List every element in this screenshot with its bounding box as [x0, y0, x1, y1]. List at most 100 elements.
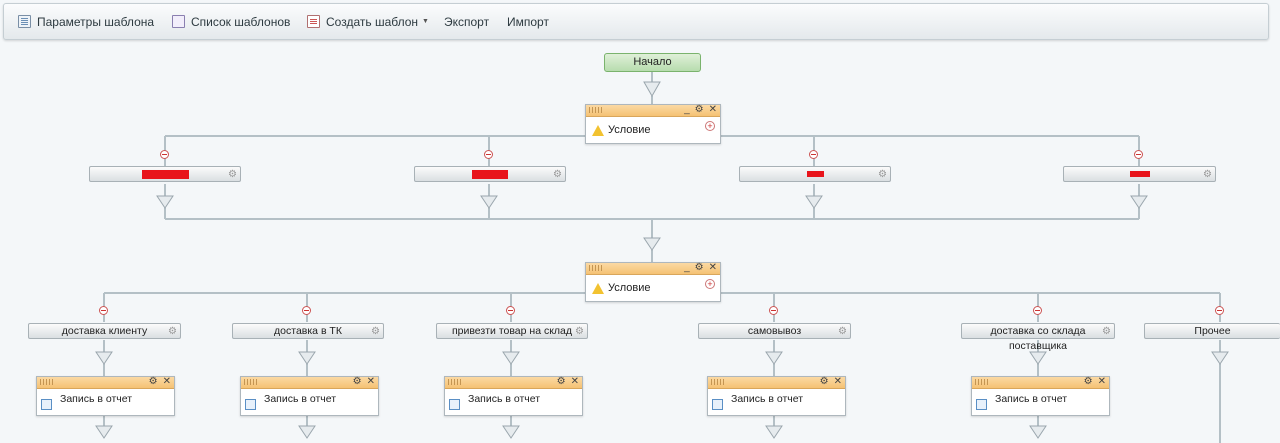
gear-icon[interactable]: ⚙ — [819, 376, 829, 387]
close-icon[interactable]: ✕ — [570, 376, 579, 387]
add-branch-icon[interactable]: + — [705, 279, 715, 289]
close-icon[interactable]: ✕ — [708, 262, 717, 273]
remove-branch-icon[interactable] — [1033, 306, 1042, 315]
branch-label: Прочее — [1194, 325, 1231, 337]
arrow-down-icon — [480, 195, 498, 209]
condition-header[interactable]: _ ⚙ ✕ — [586, 104, 720, 117]
minimize-icon[interactable]: _ — [684, 262, 690, 273]
export-label: Экспорт — [444, 14, 490, 29]
gear-icon[interactable]: ⚙ — [575, 326, 584, 337]
branch-node[interactable]: ⚙ — [1063, 166, 1216, 182]
gear-icon[interactable]: ⚙ — [352, 376, 362, 387]
action-report-record[interactable]: ⚙ ✕ Запись в отчет — [971, 376, 1110, 416]
new-template-icon — [307, 15, 320, 28]
remove-branch-icon[interactable] — [506, 306, 515, 315]
branch-node[interactable]: ⚙ — [414, 166, 566, 182]
action-label: Запись в отчет — [60, 393, 133, 405]
drag-handle-icon[interactable] — [589, 265, 602, 271]
action-icon — [449, 398, 460, 410]
gear-icon[interactable]: ⚙ — [1102, 326, 1111, 337]
action-report-record[interactable]: ⚙ ✕ Запись в отчет — [707, 376, 846, 416]
drag-handle-icon[interactable] — [448, 379, 461, 385]
drag-handle-icon[interactable] — [589, 107, 602, 113]
remove-branch-icon[interactable] — [302, 306, 311, 315]
template-list-label: Список шаблонов — [191, 14, 291, 29]
gear-icon[interactable]: ⚙ — [371, 326, 380, 337]
close-icon[interactable]: ✕ — [1097, 376, 1106, 387]
branch-node[interactable]: ⚙ — [89, 166, 241, 182]
export-button[interactable]: Экспорт — [444, 4, 489, 39]
arrow-down-icon — [643, 237, 661, 251]
arrow-down-icon — [298, 425, 316, 439]
arrow-down-icon — [765, 425, 783, 439]
action-report-record[interactable]: ⚙ ✕ Запись в отчет — [36, 376, 175, 416]
gear-icon[interactable]: ⚙ — [878, 169, 887, 180]
action-report-record[interactable]: ⚙✕ Запись в отчет — [240, 376, 379, 416]
arrow-down-icon — [95, 425, 113, 439]
remove-branch-icon[interactable] — [99, 306, 108, 315]
gear-icon[interactable]: ⚙ — [1203, 169, 1212, 180]
action-icon — [712, 398, 723, 410]
branch-supplier-warehouse[interactable]: доставка со склада поставщика ⚙ — [961, 323, 1115, 352]
template-params-label: Параметры шаблона — [37, 14, 155, 29]
gear-icon[interactable]: ⚙ — [556, 376, 566, 387]
remove-branch-icon[interactable] — [1215, 306, 1224, 315]
action-icon — [245, 398, 256, 410]
start-node[interactable]: Начало — [604, 53, 701, 72]
redacted-label — [141, 169, 189, 179]
gear-icon[interactable]: ⚙ — [553, 169, 562, 180]
arrow-down-icon — [1211, 351, 1229, 365]
arrow-down-icon — [805, 195, 823, 209]
gear-icon[interactable]: ⚙ — [148, 376, 158, 387]
action-report-record[interactable]: ⚙ ✕ Запись в отчет — [444, 376, 583, 416]
branch-node[interactable]: ⚙ — [739, 166, 891, 182]
gear-icon[interactable]: ⚙ — [168, 326, 177, 337]
gear-icon[interactable]: ⚙ — [838, 326, 847, 337]
close-icon[interactable]: ✕ — [833, 376, 842, 387]
redacted-label — [806, 171, 824, 178]
remove-branch-icon[interactable] — [1134, 150, 1143, 159]
gear-icon[interactable]: ⚙ — [694, 104, 704, 115]
minimize-icon[interactable]: _ — [684, 104, 690, 115]
create-template-label: Создать шаблон — [326, 14, 419, 29]
redacted-label — [472, 169, 508, 179]
branch-label: самовывоз — [747, 325, 802, 337]
remove-branch-icon[interactable] — [160, 150, 169, 159]
arrow-down-icon — [765, 351, 783, 365]
condition-block-2[interactable]: _ ⚙ ✕ Условие + — [585, 262, 721, 302]
action-label: Запись в отчет — [995, 393, 1068, 405]
gear-icon[interactable]: ⚙ — [228, 169, 237, 180]
branch-bring-to-warehouse[interactable]: привезти товар на склад ⚙ — [436, 323, 588, 339]
branch-delivery-client[interactable]: доставка клиенту ⚙ — [28, 323, 181, 339]
remove-branch-icon[interactable] — [484, 150, 493, 159]
drag-handle-icon[interactable] — [711, 379, 724, 385]
template-list-icon — [172, 15, 185, 28]
close-icon[interactable]: ✕ — [162, 376, 171, 387]
drag-handle-icon[interactable] — [40, 379, 53, 385]
remove-branch-icon[interactable] — [809, 150, 818, 159]
arrow-down-icon — [1029, 351, 1047, 365]
template-params-button[interactable]: Параметры шаблона — [18, 4, 154, 39]
action-label: Запись в отчет — [468, 393, 541, 405]
drag-handle-icon[interactable] — [244, 379, 257, 385]
branch-pickup[interactable]: самовывоз ⚙ — [698, 323, 851, 339]
close-icon[interactable]: ✕ — [708, 104, 717, 115]
arrow-down-icon — [502, 351, 520, 365]
remove-branch-icon[interactable] — [769, 306, 778, 315]
arrow-down-icon — [643, 81, 661, 98]
branch-delivery-tk[interactable]: доставка в ТК ⚙ — [232, 323, 384, 339]
action-label: Запись в отчет — [731, 393, 804, 405]
close-icon[interactable]: ✕ — [366, 376, 375, 387]
add-branch-icon[interactable]: + — [705, 121, 715, 131]
gear-icon[interactable]: ⚙ — [694, 262, 704, 273]
drag-handle-icon[interactable] — [975, 379, 988, 385]
condition-block-1[interactable]: _ ⚙ ✕ Условие + — [585, 104, 721, 144]
create-template-button[interactable]: Создать шаблон ▼ — [307, 4, 429, 39]
gear-icon[interactable]: ⚙ — [1083, 376, 1093, 387]
import-button[interactable]: Импорт — [507, 4, 549, 39]
branch-label: доставка со склада поставщика — [990, 325, 1086, 352]
condition-header[interactable]: _ ⚙ ✕ — [586, 262, 720, 275]
arrow-down-icon — [156, 195, 174, 209]
branch-other[interactable]: Прочее — [1144, 323, 1280, 339]
template-list-button[interactable]: Список шаблонов — [172, 4, 290, 39]
